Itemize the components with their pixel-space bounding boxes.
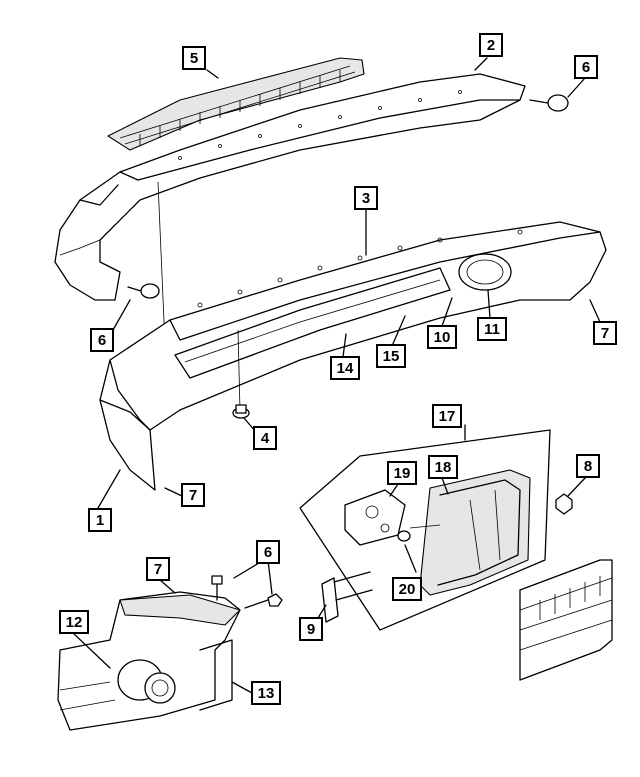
- callout-label: 6: [98, 332, 106, 349]
- push-pin-fastener-icon: [529, 94, 569, 112]
- nut-icon: [555, 493, 573, 515]
- callout-label: 20: [399, 581, 416, 598]
- callout-18: 18: [428, 455, 458, 479]
- callout-label: 9: [307, 621, 315, 638]
- callout-10: 10: [427, 325, 457, 349]
- callout-label: 7: [189, 487, 197, 504]
- upper-bumper-cover-part: [54, 73, 526, 346]
- callout-label: 2: [487, 37, 495, 54]
- callout-label: 11: [484, 321, 500, 338]
- callout-label: 6: [264, 544, 272, 561]
- callout-14: 14: [330, 356, 360, 380]
- callout-12: 12: [59, 610, 89, 634]
- callout-label: 3: [362, 190, 370, 207]
- callout-label: 13: [258, 685, 275, 702]
- callout-label: 6: [582, 59, 590, 76]
- bracket-detail-panel: [299, 429, 551, 631]
- step-pad-part: [107, 57, 365, 151]
- bolt-icon: [211, 575, 223, 601]
- callout-8: 8: [576, 454, 600, 478]
- callout-13: 13: [251, 681, 281, 705]
- callout-7-mid: 7: [181, 483, 205, 507]
- callout-label: 7: [154, 561, 162, 578]
- callout-6-top: 6: [574, 55, 598, 79]
- callout-label: 7: [601, 325, 609, 342]
- callout-15: 15: [376, 344, 406, 368]
- callout-label: 4: [261, 430, 270, 447]
- callout-20: 20: [392, 577, 422, 601]
- nut-icon: [397, 530, 411, 542]
- callout-label: 1: [96, 512, 104, 529]
- leader-lines: [71, 57, 601, 694]
- callout-label: 18: [435, 459, 452, 476]
- callout-9: 9: [299, 617, 323, 641]
- callout-6-left: 6: [90, 328, 114, 352]
- bolt-icon: [244, 593, 283, 609]
- callout-label: 12: [66, 614, 83, 631]
- lower-detail-assembly: [57, 591, 241, 731]
- callout-4: 4: [253, 426, 277, 450]
- mounting-plate-part: [321, 571, 373, 623]
- callout-3: 3: [354, 186, 378, 210]
- callout-17: 17: [432, 404, 462, 428]
- callout-label: 8: [584, 458, 592, 475]
- frame-rail-part: [519, 559, 613, 681]
- callout-label: 19: [394, 465, 411, 482]
- callout-2: 2: [479, 33, 503, 57]
- main-bumper-part: [99, 221, 607, 491]
- callout-7-lower: 7: [146, 557, 170, 581]
- callout-1: 1: [88, 508, 112, 532]
- callout-label: 5: [190, 50, 198, 67]
- bolt-icon: [232, 404, 250, 419]
- callout-11: 11: [477, 317, 507, 341]
- callout-7-right: 7: [593, 321, 617, 345]
- callout-label: 10: [434, 329, 451, 346]
- callout-label: 15: [383, 348, 400, 365]
- push-pin-fastener-icon: [127, 283, 160, 299]
- callout-5: 5: [182, 46, 206, 70]
- callout-label: 14: [337, 360, 354, 377]
- callout-label: 17: [439, 408, 456, 425]
- callout-6-lower: 6: [256, 540, 280, 564]
- callout-19: 19: [387, 461, 417, 485]
